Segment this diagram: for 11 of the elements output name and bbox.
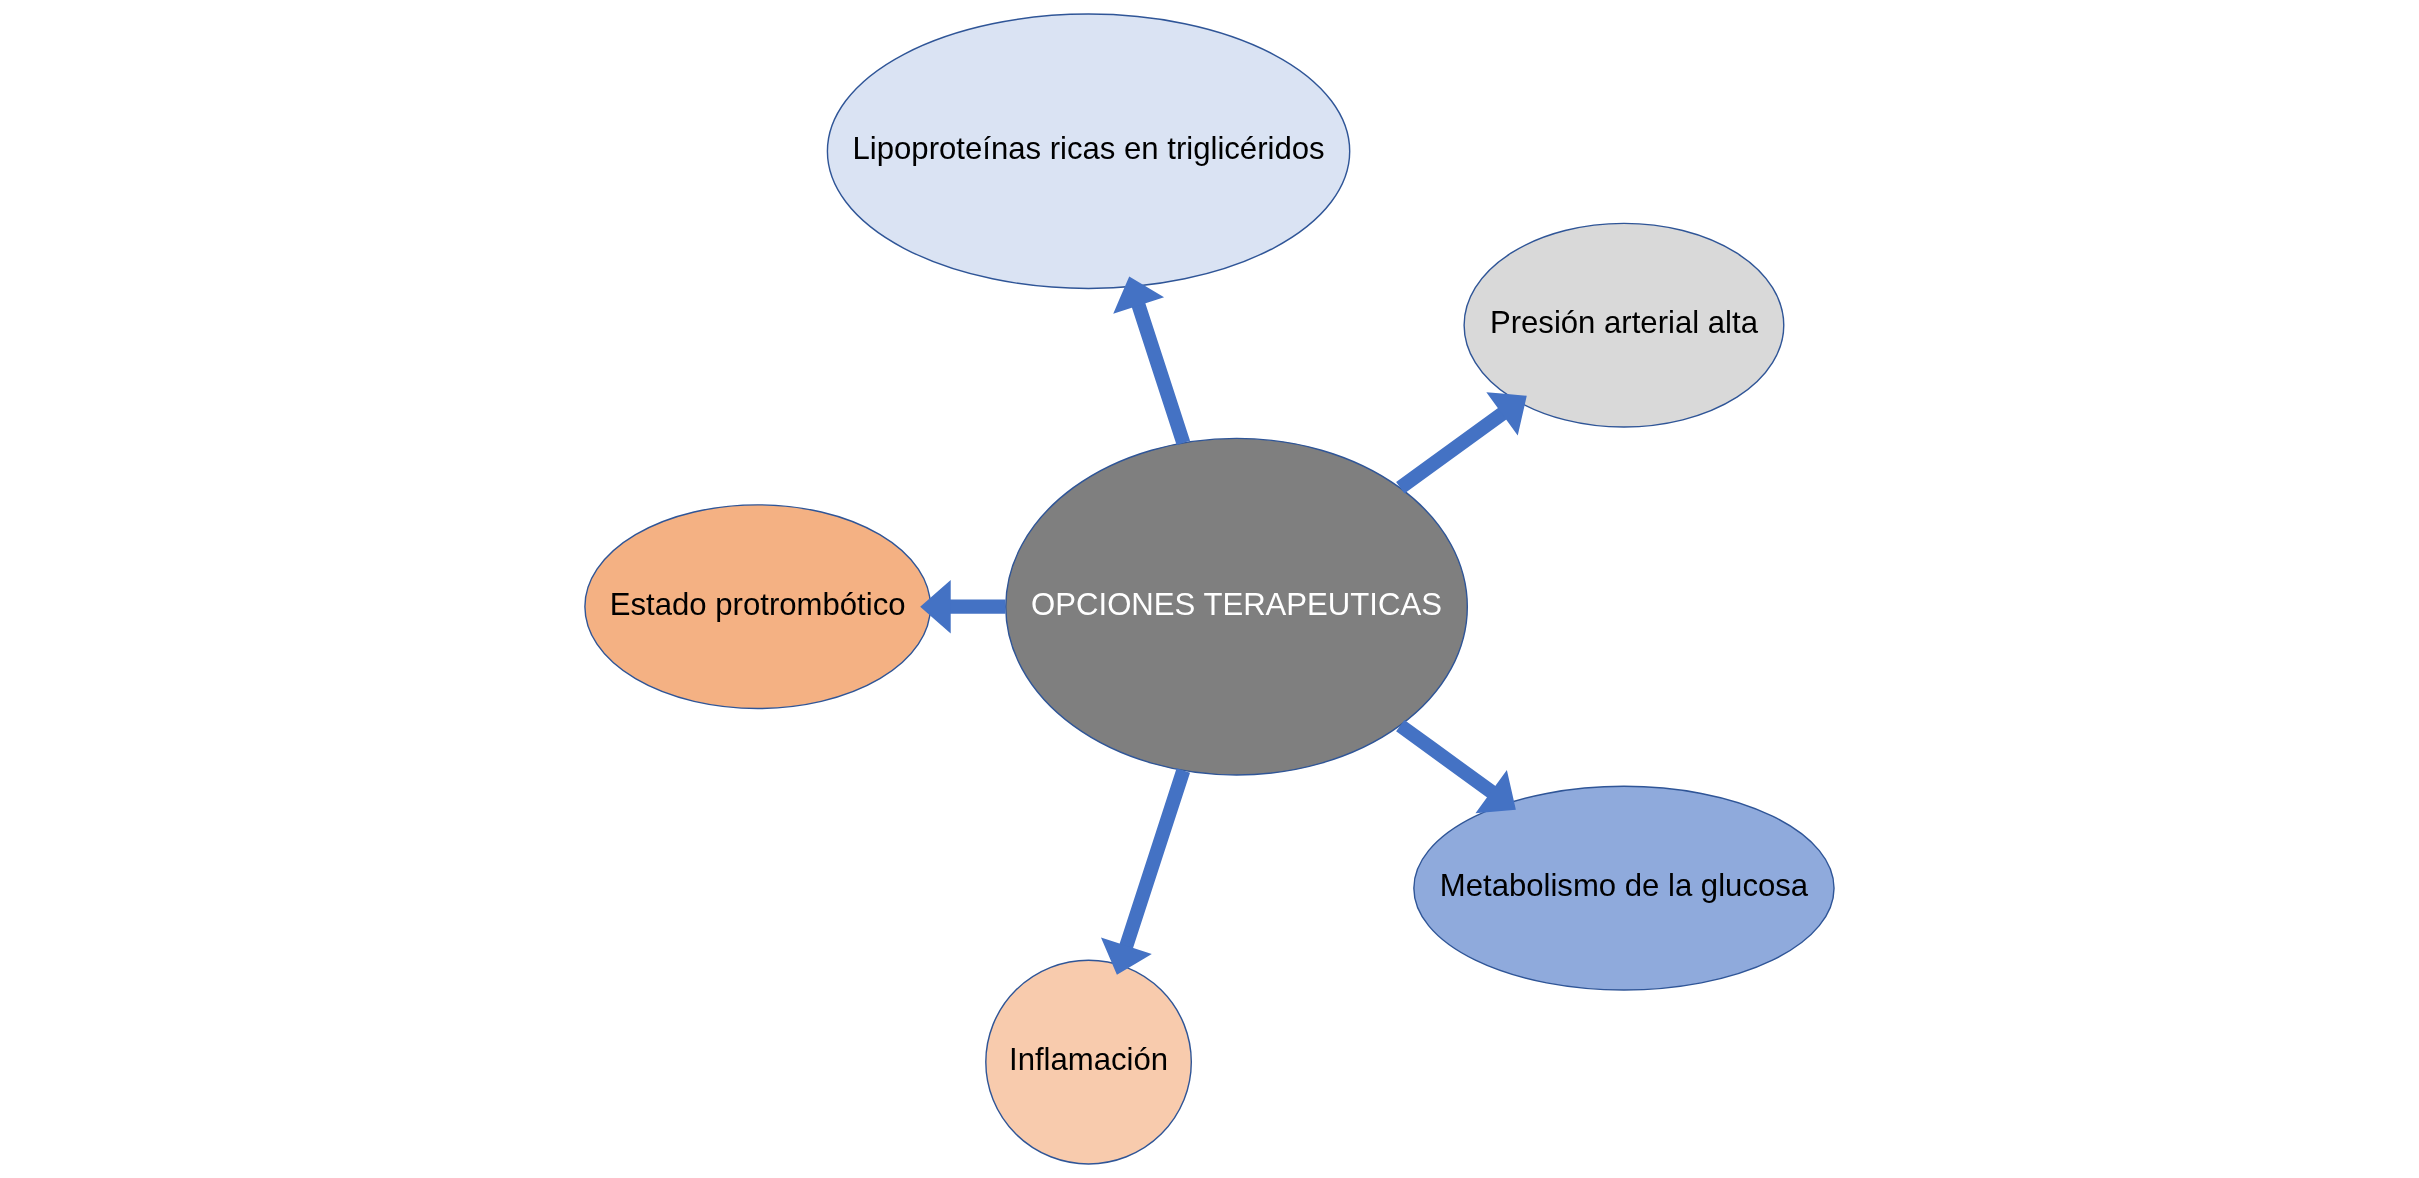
arrow bbox=[1396, 719, 1516, 814]
node-ellipse: Estado protrombótico bbox=[584, 504, 932, 710]
node-ellipse: OPCIONES TERAPEUTICAS bbox=[1005, 437, 1468, 776]
arrow bbox=[1100, 768, 1191, 975]
node-ellipse: Presión arterial alta bbox=[1463, 222, 1785, 428]
arrow bbox=[1396, 392, 1527, 494]
arrow bbox=[920, 579, 1006, 634]
node-circle: Inflamación bbox=[985, 959, 1192, 1165]
node-ellipse: Lipoproteínas ricas en triglicéridos bbox=[826, 13, 1351, 290]
node-ellipse: Metabolismo de la glucosa bbox=[1413, 785, 1835, 991]
arrow bbox=[1113, 276, 1191, 446]
